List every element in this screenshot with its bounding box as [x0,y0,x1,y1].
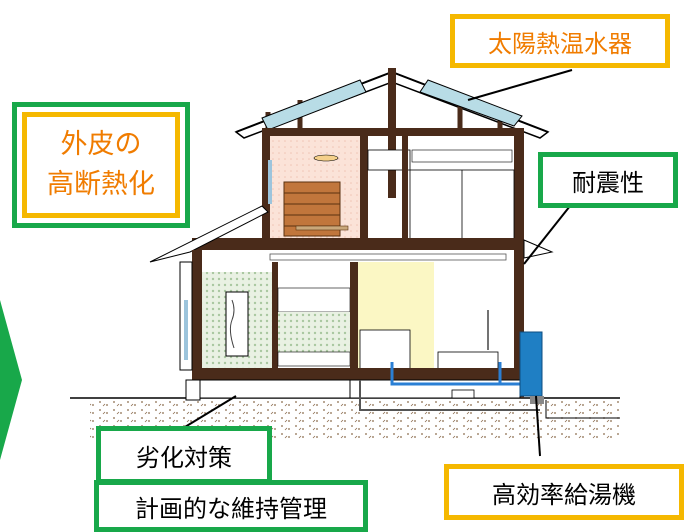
green-arrow [0,300,22,460]
water-heater-unit [519,331,543,397]
lower-floor [179,250,524,380]
high-efficiency-water-heater-label: 高効率給湯機 [444,464,684,520]
upper-floor [262,128,524,398]
earthquake-resistance-label: 耐震性 [538,152,678,208]
planned-maintenance-label: 計画的な維持管理 [94,480,368,532]
floor-beam [192,238,524,250]
roof [234,68,550,198]
insulation-label-line2: 高断熱化 [47,169,155,200]
solar-panel-right [419,79,523,127]
degradation-measures-label: 劣化対策 [96,426,272,484]
water-pipes [359,362,540,411]
insulation-label-line1: 外皮の [60,129,142,160]
solar-panel-left [261,79,367,131]
leader-lines [179,69,573,457]
solar-water-heater-label: 太陽熱温水器 [450,14,670,68]
insulation-label: 外皮の 高断熱化 [22,112,180,218]
